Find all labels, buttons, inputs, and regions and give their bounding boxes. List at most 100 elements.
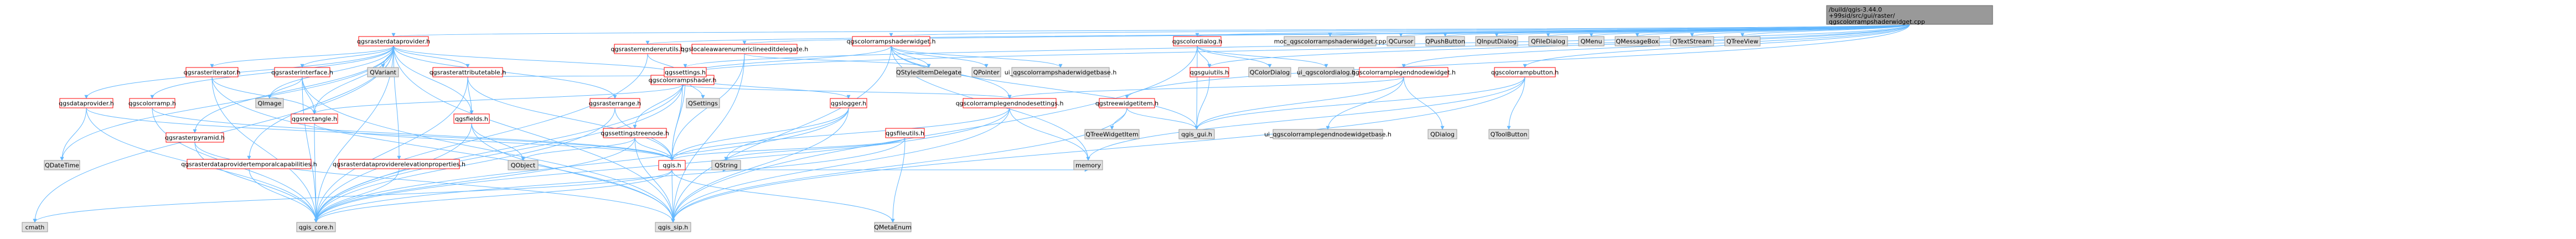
node-qgsrasterdataproviderelevationproperties-label: qgsrasterdataproviderelevationproperties… <box>333 161 465 168</box>
node-qgsfileutils[interactable]: qgsfileutils.h <box>885 128 925 138</box>
node-moc_qgscolorrampshaderwidget-label: moc_qgscolorrampshaderwidget.cpp <box>1274 38 1387 45</box>
node-qgsrasterrendererutils[interactable]: qgsrasterrendererutils.h <box>611 44 685 54</box>
node-qgsrasterpyramid-label: qgsrasterpyramid.h <box>165 134 225 142</box>
node-qgscolorramp-label: qgscolorramp.h <box>128 100 176 107</box>
node-QPushButton-label: QPushButton <box>1425 38 1465 45</box>
node-QTreeView-label: QTreeView <box>1726 38 1758 45</box>
node-qgsrasterdataprovidertemporalcapabilities[interactable]: qgsrasterdataprovidertemporalcapabilitie… <box>181 159 317 169</box>
node-qgsrasterrendererutils-box <box>614 44 681 54</box>
node-QInputDialog-label: QInputDialog <box>1477 38 1517 45</box>
node-qgscolorramp[interactable]: qgscolorramp.h <box>128 98 176 108</box>
node-QCursor: QCursor <box>1387 36 1415 46</box>
node-qgscolorrampshaderwidget_h[interactable]: qgscolorrampshaderwidget.h <box>847 36 936 46</box>
node-qgsrectangle-box <box>291 113 338 124</box>
node-qgsrasterrange[interactable]: qgsrasterrange.h <box>589 98 642 108</box>
node-qgis_h[interactable]: qgis.h <box>658 160 686 170</box>
edge-qgscolorramplegendnodewidget-to-QDialog <box>1403 76 1445 130</box>
edge-qgscolordialog-to-QColorDialog <box>1197 45 1272 68</box>
edge-qgsrasterdataprovider-to-qgsrasterpyramid <box>193 45 394 133</box>
node-qgssettings[interactable]: qgssettings.h <box>664 67 707 77</box>
node-ui_qgscolorrampshaderwidgetbase: ui_qgscolorrampshaderwidgetbase.h <box>1005 67 1116 77</box>
node-qgis_sip-box <box>655 222 691 232</box>
node-QVariant: QVariant <box>367 67 399 77</box>
node-qgslocaleawarenumericlineeditdelegate[interactable]: qgslocaleawarenumericlineeditdelegate.h <box>681 44 809 54</box>
node-QPointer-label: QPointer <box>973 69 1000 76</box>
node-QTextStream: QTextStream <box>1670 36 1714 46</box>
node-qgsfields-box <box>453 113 490 124</box>
edge-qgsrasterdataprovider-to-qgis_sip <box>393 45 675 223</box>
node-qgsrasteriterator[interactable]: qgsrasteriterator.h <box>184 67 241 77</box>
node-cmath-label: cmath <box>25 224 45 231</box>
node-QMenu-label: QMenu <box>1581 38 1602 45</box>
node-qgscolorrampshader[interactable]: qgscolorrampshader.h <box>649 75 717 85</box>
node-memory-box <box>1073 160 1103 170</box>
node-qgsfileutils-box <box>885 128 925 138</box>
node-qgscolordialog[interactable]: qgscolordialog.h <box>1172 36 1223 46</box>
node-qgsrasterattributetable[interactable]: qgsrasterattributetable.h <box>430 67 506 77</box>
node-qgsrasterrange-label: qgsrasterrange.h <box>589 100 642 107</box>
node-qgsrectangle-label: qgsrectangle.h <box>292 116 337 123</box>
edge-qgsfileutils-to-qgis_h <box>670 137 906 161</box>
node-ui_qgscolorrampshaderwidgetbase-box <box>1011 67 1110 77</box>
node-QDateTime: QDateTime <box>44 160 80 170</box>
node-qgsguiutils[interactable]: qgsguiutils.h <box>1189 67 1229 77</box>
node-qgis_core-box <box>296 222 336 232</box>
edge-qgsrasteriterator-to-qgsrectangle <box>211 76 317 115</box>
edge-qgslogger-to-qgis_sip <box>671 107 849 223</box>
node-qgsrasterinterface[interactable]: qgsrasterinterface.h <box>271 67 333 77</box>
node-qgsrasterattributetable-box <box>432 67 503 77</box>
node-qgstreewidgetitem-label: qgstreewidgetitem.h <box>1095 100 1158 107</box>
node-qgscolorramplegendnodesettings-label: qgscolorramplegendnodesettings.h <box>956 100 1064 107</box>
edge-qgstreewidgetitem-to-QTreeWidgetItem <box>1110 107 1127 130</box>
node-qgstreewidgetitem[interactable]: qgstreewidgetitem.h <box>1095 98 1158 108</box>
edge-qgsguiutils-to-qgis_gui <box>1194 76 1210 130</box>
edge-qgsrasterpyramid-to-qgis_core <box>194 142 318 223</box>
node-QString-label: QString <box>715 162 738 169</box>
node-qgsrasterdataprovider-box <box>358 36 429 46</box>
node-QObject-label: QObject <box>511 162 536 169</box>
node-qgscolorramplegendnodewidget[interactable]: qgscolorramplegendnodewidget.h <box>1352 67 1456 77</box>
edge-qgscolorrampshaderwidget_h-to-qgis_gui <box>891 45 1199 130</box>
edge-qgscolorrampbutton-to-memory <box>1086 76 1525 161</box>
node-QPointer: QPointer <box>971 67 1001 77</box>
edge-qgis_h-to-QMetaEnum <box>671 169 895 223</box>
edge-qgstreewidgetitem-to-qgis_gui <box>1126 107 1199 130</box>
edge-qgsrasterdataprovider-to-qgis_core <box>314 45 394 223</box>
edge-qgsrasterattributetable-to-qgsfields <box>467 76 474 115</box>
edge-qgsrasterinterface-to-qgis_sip <box>302 76 675 223</box>
node-qgslogger[interactable]: qgslogger.h <box>830 98 867 108</box>
edge-qgsrasterdataprovider-to-qgscolorramp <box>150 45 394 99</box>
edge-qgscolorrampshader-to-qgscolorramplegendnodesettings <box>682 84 1012 99</box>
edge-qgscolorrampshader-to-qgsrectangle <box>312 84 683 115</box>
edge-qgscolorrampshaderwidget_h-to-QPointer <box>891 45 989 68</box>
node-qgscolorramp-box <box>129 98 175 108</box>
node-QSettings: QSettings <box>686 98 720 108</box>
node-qgsrasterdataprovider[interactable]: qgsrasterdataprovider.h <box>357 36 430 46</box>
edge-root-to-qgstreewidgetitem <box>1125 24 1910 99</box>
node-qgscolorrampbutton[interactable]: qgscolorrampbutton.h <box>1491 67 1559 77</box>
node-QString: QString <box>711 160 741 170</box>
node-qgsfields[interactable]: qgsfields.h <box>453 113 490 124</box>
node-ui_qgscolordialog: ui_qgscolordialog.h <box>1297 67 1356 77</box>
node-qgsrasterpyramid[interactable]: qgsrasterpyramid.h <box>165 132 225 143</box>
node-QInputDialog-box <box>1475 36 1518 46</box>
node-QVariant-label: QVariant <box>370 69 396 76</box>
edge-qgscolorramplegendnodewidget-to-qgscolorramplegendnodesettings <box>1007 76 1404 99</box>
edge-qgssettingstreenode-to-QObject <box>521 137 635 161</box>
node-qgslocaleawarenumericlineeditdelegate-label: qgslocaleawarenumericlineeditdelegate.h <box>681 46 809 53</box>
node-qgsrasterdataproviderelevationproperties[interactable]: qgsrasterdataproviderelevationproperties… <box>333 159 465 169</box>
node-root-label-line: /build/qgis-3.44.0 <box>1829 6 1882 13</box>
node-qgsdataprovider[interactable]: qgsdataprovider.h <box>59 98 114 108</box>
node-ui_qgscolorramplegendnodewidgetbase-box <box>1273 129 1383 139</box>
node-ui_qgscolorramplegendnodewidgetbase-label: ui_qgscolorramplegendnodewidgetbase.h <box>1264 131 1392 138</box>
node-QMessageBox: QMessageBox <box>1615 36 1660 46</box>
node-qgssettingstreenode-label: qgssettingstreenode.h <box>601 130 669 137</box>
node-QString-box <box>711 160 741 170</box>
node-QToolButton: QToolButton <box>1488 129 1529 139</box>
edge-qgsrasterdataprovider-to-qgsfields <box>393 45 474 115</box>
node-qgssettingstreenode[interactable]: qgssettingstreenode.h <box>601 128 669 138</box>
node-memory-label: memory <box>1075 162 1101 169</box>
node-qgsrectangle[interactable]: qgsrectangle.h <box>291 113 338 124</box>
node-QInputDialog: QInputDialog <box>1475 36 1518 46</box>
node-qgscolorramplegendnodesettings[interactable]: qgscolorramplegendnodesettings.h <box>956 98 1064 108</box>
